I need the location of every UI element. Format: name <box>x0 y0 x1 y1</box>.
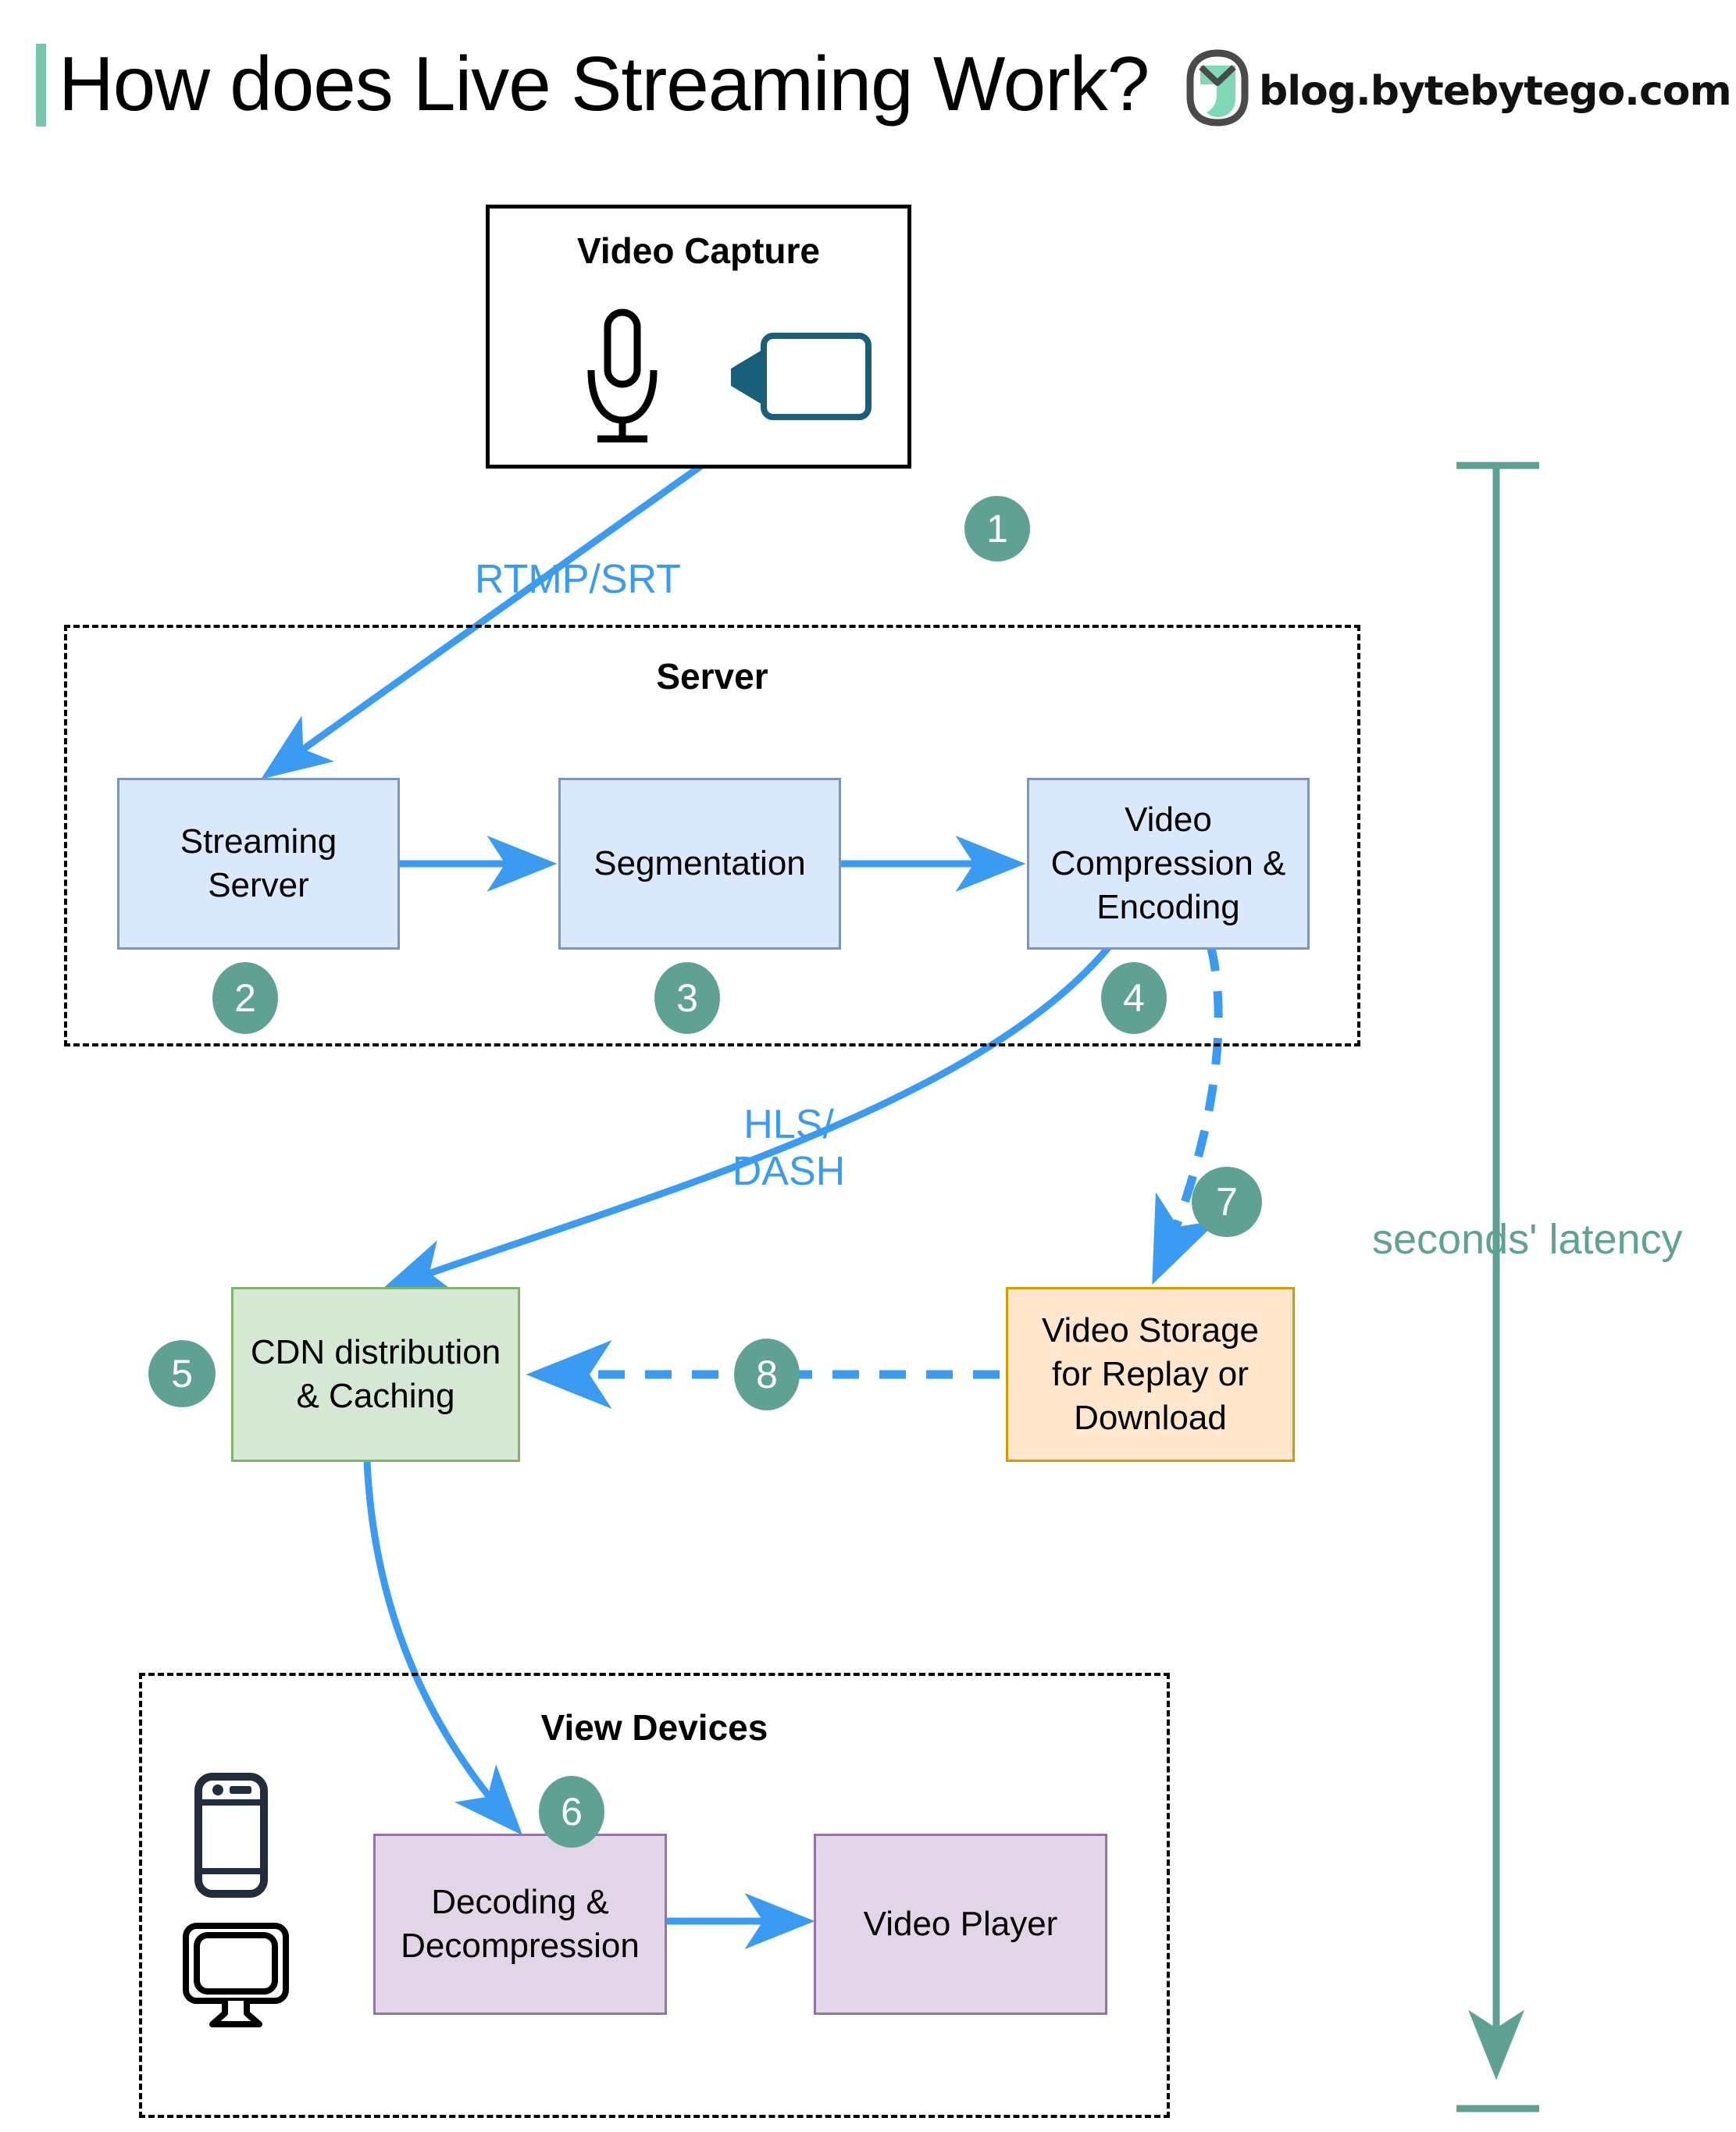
view-devices-title: View Devices <box>540 1707 768 1748</box>
video-capture-title: Video Capture <box>577 230 820 271</box>
badge-video-compression: 4 <box>1101 962 1167 1034</box>
server-title: Server <box>656 656 768 697</box>
node-cdn[interactable]: CDN distribution & Caching <box>231 1287 520 1462</box>
node-segmentation-label: Segmentation <box>594 844 806 882</box>
badge-capture: 1 <box>964 496 1030 562</box>
edge-compression-to-cdn <box>380 943 1114 1293</box>
node-video-player[interactable]: Video Player <box>814 1834 1107 2015</box>
header: How does Live Streaming Work? blog.byteb… <box>0 0 1736 156</box>
video-camera-icon <box>731 333 872 420</box>
badge-segmentation: 3 <box>654 962 720 1034</box>
title-accent-bar <box>36 44 46 127</box>
badge-video-storage: 7 <box>1192 1167 1262 1237</box>
desktop-monitor-icon <box>183 1923 289 2027</box>
node-decoding[interactable]: Decoding & Decompression <box>373 1834 667 2015</box>
node-cdn-label: CDN distribution & Caching <box>250 1333 501 1415</box>
badge-decoding: 6 <box>539 1776 604 1848</box>
video-capture-group: Video Capture 1 <box>486 205 1030 562</box>
smartphone-icon <box>194 1773 268 1898</box>
badge-streaming-server: 2 <box>212 962 278 1034</box>
node-segmentation[interactable]: Segmentation <box>558 778 841 950</box>
node-video-storage[interactable]: Video Storage for Replay or Download <box>1006 1287 1295 1462</box>
view-devices-group: View Devices <box>139 1673 1170 2118</box>
edge-capture-to-streaming-server <box>261 462 705 779</box>
node-decoding-label: Decoding & Decompression <box>401 1883 640 1965</box>
node-video-storage-label: Video Storage for Replay or Download <box>1041 1311 1260 1437</box>
badge-cdn: 5 <box>148 1340 216 1407</box>
node-streaming-server[interactable]: Streaming Server <box>117 778 400 950</box>
edge-compression-to-storage <box>1152 943 1223 1285</box>
latency-label: seconds' latency <box>1372 1216 1683 1263</box>
badge-storage-to-cdn: 8 <box>734 1339 800 1410</box>
brand[interactable]: blog.bytebytego.com <box>1184 47 1732 133</box>
brand-text: blog.bytebytego.com <box>1259 68 1732 115</box>
microphone-icon <box>587 308 658 443</box>
node-video-player-label: Video Player <box>863 1905 1058 1943</box>
server-group: Server <box>64 625 1360 1046</box>
bytebytego-logo-icon <box>1186 49 1249 127</box>
node-video-compression-label: Video Compression & Encoding <box>1050 800 1286 926</box>
edge-label-hls-dash: HLS/ DASH <box>732 1102 846 1194</box>
latency-indicator <box>1456 462 1539 2112</box>
edge-label-rtmp-srt: RTMP/SRT <box>475 557 681 602</box>
node-video-compression[interactable]: Video Compression & Encoding <box>1027 778 1310 950</box>
page-title: How does Live Streaming Work? <box>59 41 1150 127</box>
node-streaming-server-label: Streaming Server <box>180 822 337 904</box>
